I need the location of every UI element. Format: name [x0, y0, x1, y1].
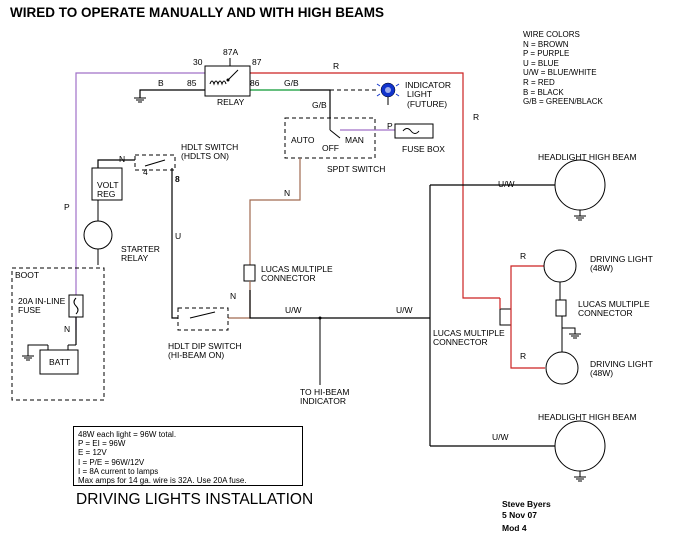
legend-entry: U/W = BLUE/WHITE	[523, 68, 597, 78]
wire-label-uw1: U/W	[285, 305, 302, 315]
lucas-connector-1	[243, 264, 256, 282]
headlight-bottom-icon	[554, 420, 606, 472]
battery-box	[39, 349, 79, 375]
pin-8: 8	[175, 174, 180, 184]
wire-label-u: U	[175, 231, 182, 241]
legend-entry: N = BROWN	[523, 39, 569, 49]
wire-label-n-hdlt: N	[119, 154, 126, 164]
spdt-man-label: MAN	[345, 135, 364, 145]
headlight-top-label: HEADLIGHT HIGH BEAM	[538, 152, 637, 162]
hdlt-switch-label: HDLT SWITCH (HDLTS ON)	[181, 142, 239, 162]
dip-switch-box	[177, 307, 229, 331]
pin-4: 4	[143, 167, 148, 177]
wire-label-r-d1: R	[520, 251, 527, 261]
brown-wire-hdlt	[97, 159, 135, 168]
calc-line: I = 8A current to lamps	[78, 466, 159, 476]
black-wire-85	[139, 89, 208, 98]
lucas-connector-1-label: LUCAS MULTIPLE CONNECTOR	[261, 264, 333, 284]
calc-line: P = EI = 96W	[78, 439, 126, 449]
driving-light-top-label: DRIVING LIGHT (48W)	[590, 254, 653, 274]
legend-heading: WIRE COLORS	[523, 30, 580, 39]
wire-label-gb2: G/B	[312, 100, 327, 110]
wire-label-gb: G/B	[284, 78, 299, 88]
blue-wire	[171, 168, 178, 319]
legend-entry: R = RED	[523, 77, 555, 87]
wire-label-p-fuse: P	[387, 121, 393, 131]
blue-white-wire	[249, 290, 430, 319]
diagram-subtitle: DRIVING LIGHTS INSTALLATION	[76, 491, 314, 508]
brown-wire-spdt	[249, 158, 301, 265]
boot-box	[11, 267, 105, 401]
author-date: 5 Nov 07	[502, 510, 537, 520]
driving-light-top-icon	[543, 249, 577, 283]
wire-label-p-left: P	[64, 202, 70, 212]
wire-label-n-mid: N	[284, 188, 291, 198]
wire-label-r-top: R	[333, 61, 340, 71]
volt-reg-label: VOLT REG	[97, 180, 119, 200]
author-mod: Mod 4	[502, 523, 527, 533]
battery-ground-wire	[27, 344, 48, 356]
calculation-box: 48W each light = 96W total. P = EI = 96W…	[73, 426, 303, 486]
wire-label-r-right: R	[473, 112, 480, 122]
red-wire-driving	[510, 265, 545, 317]
lucas-connector-2	[499, 308, 512, 326]
wire-label-b: B	[158, 78, 164, 88]
wire-label-uw2: U/W	[396, 305, 413, 315]
wire-label-uw-top: U/W	[498, 179, 515, 189]
pin-85: 85	[187, 78, 197, 88]
volt-reg-box	[91, 167, 123, 201]
fuse-box-label: FUSE BOX	[402, 144, 445, 154]
headlight-top-icon	[554, 159, 606, 211]
inline-fuse-label: 20A IN-LINE FUSE	[18, 296, 66, 316]
starter-relay-label: STARTER RELAY	[121, 244, 160, 264]
wire-label-r-d2: R	[520, 351, 527, 361]
relay-contact	[227, 69, 239, 81]
pin-86: 86	[250, 78, 260, 88]
boot-label: BOOT	[15, 270, 40, 280]
wire-label-n-boot: N	[64, 324, 71, 334]
ground-battery-icon	[22, 355, 34, 361]
indicator-label: INDICATOR LIGHT (FUTURE)	[405, 80, 451, 109]
wire-colors-legend: WIRE COLORS N = BROWN P = PURPLE U = BLU…	[523, 30, 603, 107]
legend-entry: B = BLACK	[523, 87, 564, 97]
lucas-connector-3-label: LUCAS MULTIPLE CONNECTOR	[578, 299, 650, 319]
legend-entry: G/B = GREEN/BLACK	[523, 97, 603, 107]
calc-line: E = 12V	[78, 448, 107, 458]
calc-line: Max amps for 14 ga. wire is 32A. Use 20A…	[78, 475, 247, 485]
driving-light-bottom-icon	[545, 351, 579, 385]
fuse-box	[394, 123, 434, 139]
driving-light-bottom-label: DRIVING LIGHT (48W)	[590, 359, 653, 379]
calc-line: I = P/E = 96W/12V	[78, 457, 145, 467]
pin-87a: 87A	[223, 47, 239, 57]
wire-label-n-dip: N	[230, 291, 237, 301]
spdt-auto-label: AUTO	[291, 135, 315, 145]
batt-label: BATT	[49, 357, 71, 367]
author-name: Steve Byers	[502, 499, 551, 509]
starter-relay-icon	[83, 220, 113, 250]
legend-entry: U = BLUE	[523, 58, 559, 68]
lucas-connector-3	[555, 299, 567, 317]
calc-line: 48W each light = 96W total.	[78, 430, 177, 439]
lucas-connector-2-label: LUCAS MULTIPLE CONNECTOR	[433, 328, 505, 348]
wire-label-uw-bottom: U/W	[492, 432, 509, 442]
ground-relay-icon	[134, 97, 146, 103]
pin-87: 87	[252, 57, 262, 67]
legend-entry: P = PURPLE	[523, 49, 570, 59]
indicator-light-icon	[376, 82, 400, 98]
pin-30: 30	[193, 57, 203, 67]
spdt-off-label: OFF	[322, 143, 339, 153]
dip-switch-label: HDLT DIP SWITCH (HI-BEAM ON)	[168, 341, 242, 361]
diagram-title: WIRED TO OPERATE MANUALLY AND WITH HIGH …	[10, 5, 385, 20]
relay-label: RELAY	[217, 97, 245, 107]
spdt-switch-label: SPDT SWITCH	[327, 164, 386, 174]
hi-beam-indicator-label: TO HI-BEAM INDICATOR	[300, 387, 350, 407]
headlight-bottom-label: HEADLIGHT HIGH BEAM	[538, 412, 637, 422]
relay-coil-icon	[209, 80, 227, 86]
ground-driving-icon	[569, 333, 581, 339]
